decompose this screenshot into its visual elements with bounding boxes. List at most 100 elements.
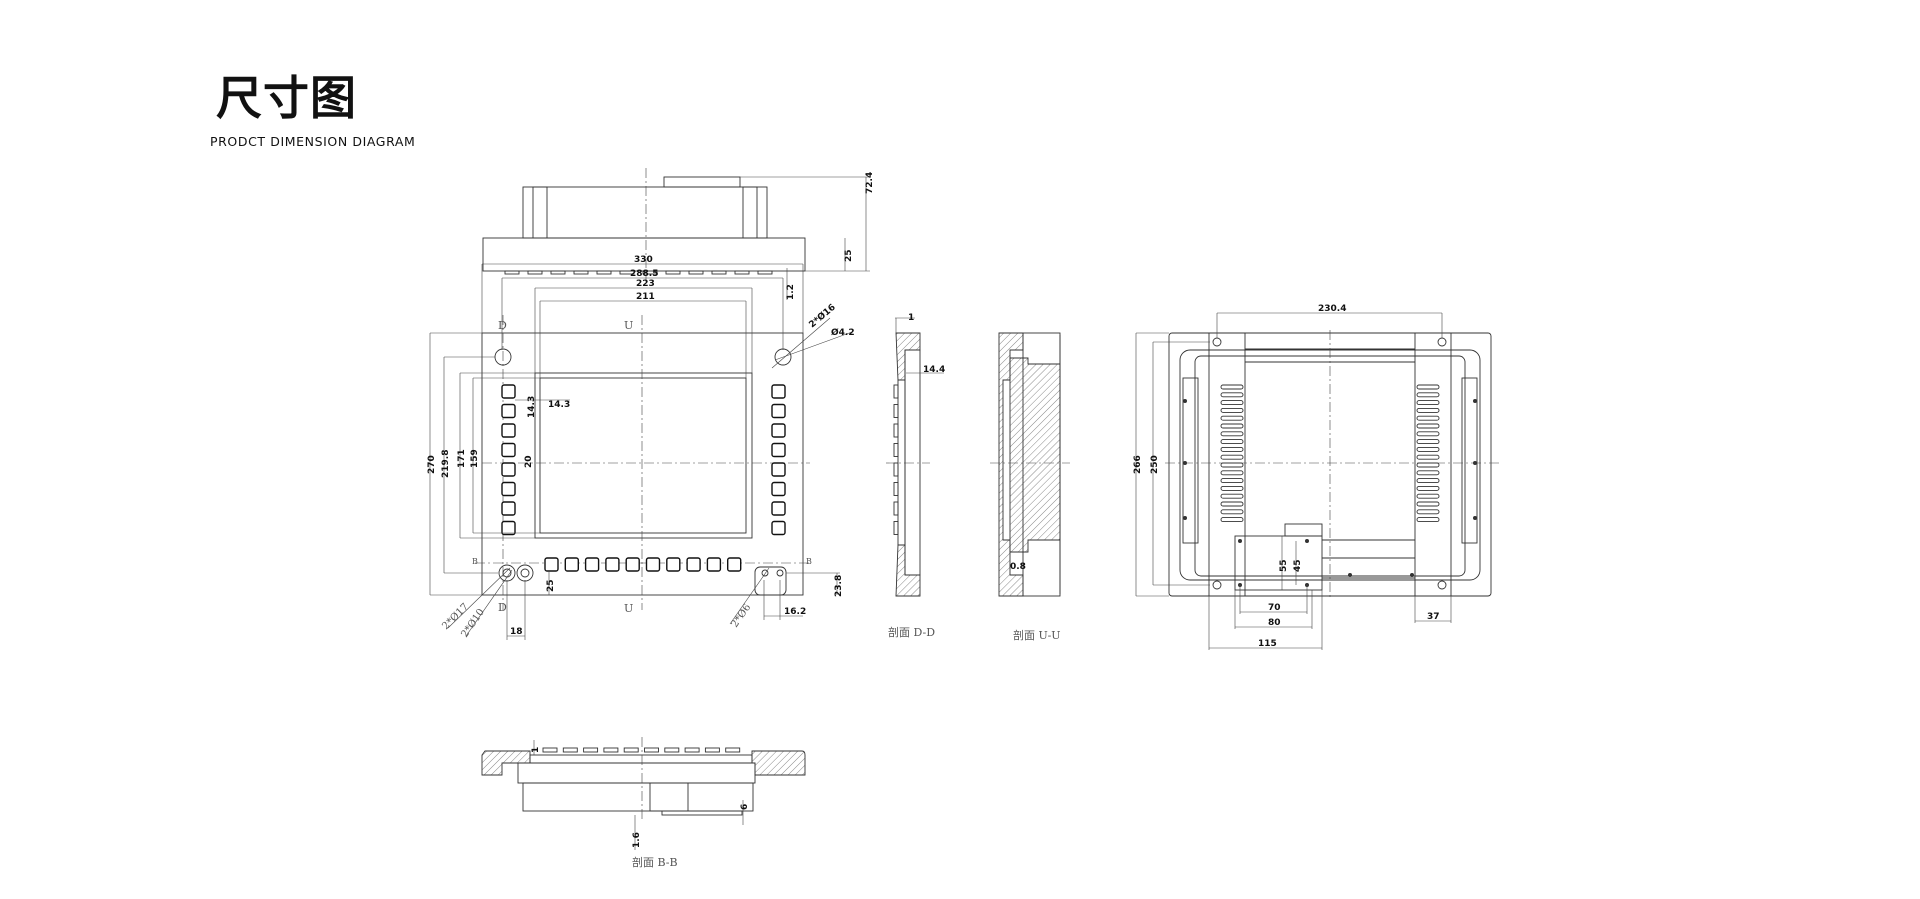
vent-slot [1220, 485, 1244, 491]
vent-slot [1220, 493, 1244, 499]
key-left [501, 384, 516, 399]
dim-211: 211 [636, 292, 655, 302]
key-left [501, 423, 516, 438]
callout-hole-6: 2*Ø6 [729, 602, 753, 630]
vent-slot [1416, 509, 1440, 515]
key-profile [893, 462, 899, 477]
rear-view: 230.4 266 250 55 45 70 80 115 37 [1133, 304, 1500, 650]
vent-slot [1416, 400, 1440, 406]
key-profile [684, 747, 700, 753]
vent-slot [1220, 415, 1244, 421]
vent-slot [1220, 478, 1244, 484]
mount-hole-icon [1473, 516, 1477, 520]
key-right [771, 442, 786, 458]
key-left [501, 520, 516, 536]
key-left [501, 403, 516, 419]
dim-25-bottom: 25 [546, 579, 556, 592]
dim-171: 171 [457, 449, 467, 468]
dim-dd-1: 1 [908, 313, 914, 323]
key-profile [711, 270, 727, 275]
vent-slot [1416, 462, 1440, 468]
key-profile [562, 747, 578, 753]
dim-16-2: 16.2 [784, 607, 806, 617]
key-profile [665, 270, 681, 275]
page-title: 尺寸图 [216, 71, 357, 125]
key-profile [504, 270, 520, 275]
section-mark-d-bottom: D [498, 601, 507, 614]
key-right [771, 520, 786, 536]
key-profile [893, 443, 899, 457]
dim-dd-14-4: 14.4 [923, 365, 945, 375]
dim-key-pitch: 20 [524, 455, 534, 468]
dim-1-2: 1.2 [786, 284, 796, 300]
dim-80: 80 [1268, 618, 1281, 628]
vent-slot [1416, 478, 1440, 484]
vent-slot [1416, 501, 1440, 507]
key-profile [893, 521, 899, 535]
key-left [501, 462, 516, 477]
key-bottom [666, 557, 681, 572]
section-b-b: 1 6 1.6 剖面 B-B [481, 737, 806, 869]
key-left [501, 481, 516, 497]
vent-slot [1220, 470, 1244, 476]
key-profile [619, 270, 635, 275]
key-profile [893, 482, 899, 496]
key-left [501, 501, 516, 516]
vent-slot [1416, 415, 1440, 421]
dim-270: 270 [427, 455, 437, 474]
section-u-u: 0.8 剖面 U-U [990, 332, 1070, 642]
screw-icon [1212, 337, 1222, 347]
vent-slot [1220, 439, 1244, 445]
dim-159: 159 [470, 449, 480, 468]
key-right [771, 384, 786, 399]
vent-slot [1220, 423, 1244, 429]
key-right [771, 462, 786, 477]
dim-18: 18 [510, 627, 523, 637]
key-right [771, 403, 786, 419]
vent-slot [1416, 431, 1440, 437]
mount-hole-icon [1473, 461, 1477, 465]
key-profile [688, 270, 704, 275]
vent-slot [1220, 446, 1244, 452]
vent-slot [1416, 454, 1440, 460]
key-profile [664, 747, 680, 753]
dim-330: 330 [634, 255, 653, 265]
vent-slot [1416, 493, 1440, 499]
key-profile [893, 423, 899, 438]
key-right [771, 501, 786, 516]
vent-slot [1416, 423, 1440, 429]
dim-250: 250 [1150, 455, 1160, 474]
key-profile [573, 270, 589, 275]
key-left [501, 442, 516, 458]
section-mark-u-bottom: U [624, 602, 633, 615]
key-profile [550, 270, 566, 275]
section-d-d: 1 14.4 剖面 D-D [886, 313, 945, 639]
vent-slot [1416, 439, 1440, 445]
screw-icon [1212, 580, 1222, 590]
key-right [771, 481, 786, 497]
key-profile [623, 747, 639, 753]
section-label-d-d: 剖面 D-D [888, 625, 935, 639]
section-mark-u-top: U [624, 319, 633, 332]
dim-25: 25 [844, 249, 854, 262]
dim-37: 37 [1427, 612, 1440, 622]
vent-slot [1220, 517, 1244, 523]
dim-key-height: 14.3 [527, 396, 537, 418]
vent-slot [1220, 462, 1244, 468]
mount-hole-icon [1473, 399, 1477, 403]
key-bottom [706, 557, 722, 572]
key-bottom [686, 557, 701, 572]
vent-slot [1416, 470, 1440, 476]
section-label-u-u: 剖面 U-U [1013, 628, 1061, 642]
vent-slot [1416, 485, 1440, 491]
vent-slot [1220, 454, 1244, 460]
dim-23-8: 23.8 [834, 575, 844, 597]
screw-icon [1437, 580, 1447, 590]
dim-72-4: 72.4 [865, 172, 875, 194]
dim-45: 45 [1293, 559, 1303, 572]
section-label-b-b: 剖面 B-B [632, 855, 678, 869]
front-view: 330 288.5 223 211 270 219.8 171 159 14.3… [427, 255, 855, 640]
mount-hole-icon [1238, 539, 1242, 543]
vent-slot [1416, 407, 1440, 413]
